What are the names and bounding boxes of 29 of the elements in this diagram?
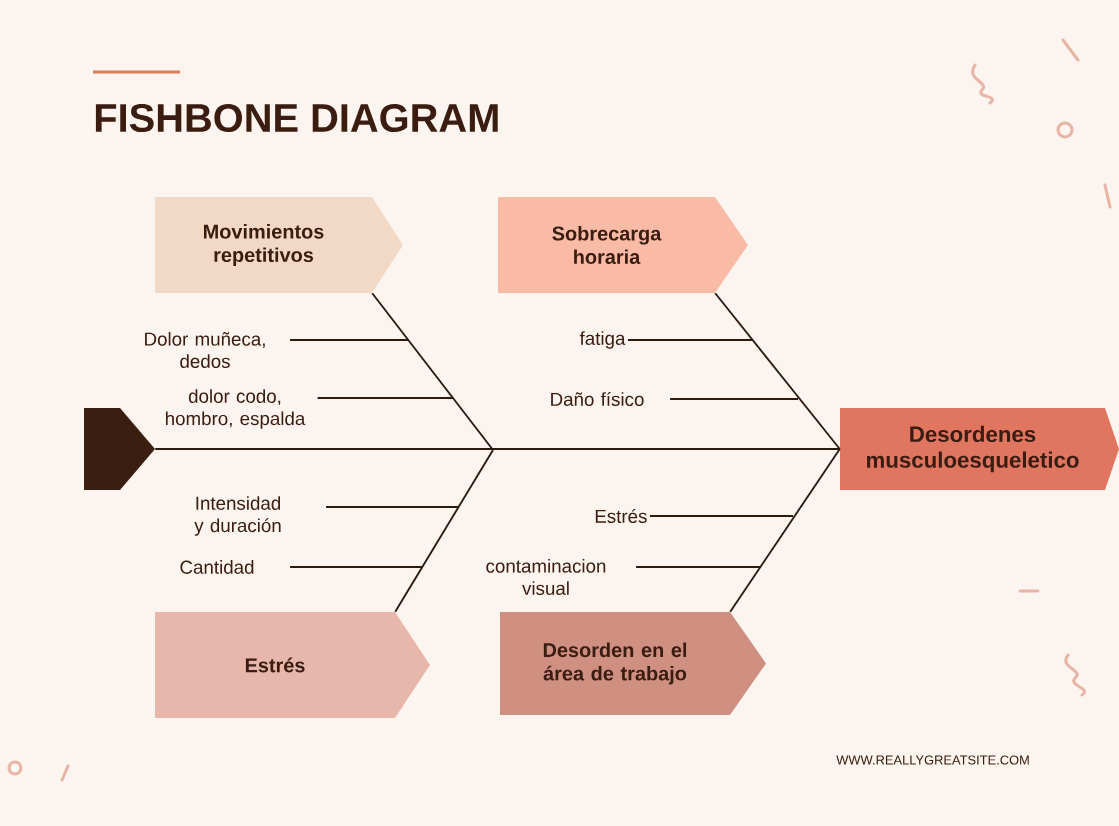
cause-label: Dolor muñeca, dedos xyxy=(145,332,265,368)
category-box: Sobrecarga horaria xyxy=(498,197,748,293)
cause-label: Cantidad xyxy=(180,560,254,574)
title: FISHBONE DIAGRAM xyxy=(95,103,498,133)
fishbone-line xyxy=(669,398,799,400)
fishbone-line xyxy=(635,566,761,568)
fishbone-line xyxy=(316,397,454,399)
effect-box: Desordenes musculoesqueletico xyxy=(840,408,1119,490)
fishbone-line xyxy=(627,339,753,341)
fishbone-line xyxy=(154,448,841,450)
cause-label: contaminacion visual xyxy=(486,559,606,595)
cause-label: Daño físico xyxy=(551,392,644,406)
fishbone-tail xyxy=(84,408,155,490)
fishbone-line xyxy=(371,292,494,451)
fishbone-line xyxy=(714,292,841,450)
website-text: WWW.REALLYGREATSITE.COM xyxy=(836,755,1029,765)
cause-label: dolor codo, hombro, espalda xyxy=(166,389,306,429)
fishbone-line xyxy=(289,339,409,341)
fishbone-line xyxy=(394,449,494,613)
fishbone-line xyxy=(289,566,423,568)
cause-label: fatiga xyxy=(579,331,626,349)
category-box: Movimientos repetitivos xyxy=(155,197,403,293)
fishbone-line xyxy=(649,515,794,517)
category-box: Desorden en el área de trabajo xyxy=(500,612,766,715)
cause-label: Estrés xyxy=(595,509,647,523)
fishbone-line xyxy=(325,506,459,508)
fishbone-line xyxy=(729,448,841,613)
cause-label: Intensidad y duración xyxy=(194,496,281,536)
category-box: Estrés xyxy=(155,612,430,718)
